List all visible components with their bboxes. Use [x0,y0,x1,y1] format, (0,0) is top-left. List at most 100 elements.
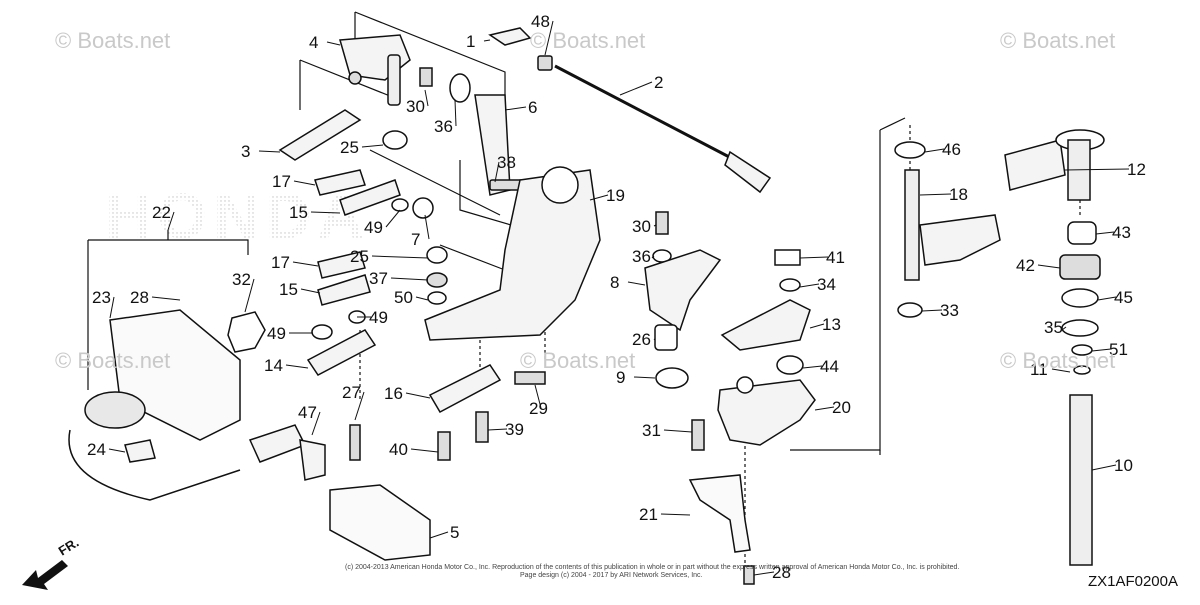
callout-leader [109,296,115,319]
callout-number: 1 [466,32,475,51]
callout-leader [244,278,255,313]
callout-number: 39 [505,420,524,439]
callout-leader [809,323,825,329]
callout-leader [424,89,429,107]
callout-number: 43 [1112,223,1131,242]
callout-number: 40 [389,440,408,459]
callout-leader [534,384,542,409]
callout-leader [921,309,943,312]
callout-number: 27 [342,383,361,402]
diagram-code: ZX1AF0200A [1087,573,1178,590]
callout-number: 15 [279,280,298,299]
callout-leader [653,338,656,341]
callout-number: 50 [394,288,413,307]
callout-leader [354,391,365,421]
callout-number: 22 [152,203,171,222]
callout-number: 5 [450,523,459,542]
callout-number: 34 [817,275,836,294]
callout-leader [799,256,829,259]
callout-number: 45 [1114,288,1133,307]
callout-leader [483,39,491,42]
callout-number: 29 [529,399,548,418]
callout-leader [410,448,439,453]
callout-leader [293,180,316,186]
callout-leader [487,428,508,431]
callout-leader [919,193,952,196]
callout-leader [405,392,431,399]
callout-number: 30 [406,97,425,116]
callout-number: 23 [92,288,111,307]
callout-number: 17 [271,253,290,272]
callout-leader [753,571,775,576]
callout-leader [429,531,449,539]
callout-number: 4 [309,33,318,52]
callout-leader [385,209,401,228]
callout-number: 20 [832,398,851,417]
callout-leader [627,281,646,286]
callout-leader [1037,264,1061,269]
callout-leader [1091,348,1112,352]
watermark: © Boats.net [55,348,171,373]
callout-number: 49 [267,324,286,343]
callout-number: 44 [820,357,839,376]
callout-number: 15 [289,203,308,222]
callout-leader [663,429,693,433]
callout-leader [1061,326,1067,331]
leader-lines [87,11,1081,575]
callout-number: 16 [384,384,403,403]
callout-leader [361,144,384,148]
callout-number: 11 [1030,360,1048,379]
callout-leader [619,81,653,96]
callout-leader [1051,368,1071,373]
callout-number: 48 [531,12,550,31]
callout-number: 25 [340,138,359,157]
callout-number: 51 [1109,340,1128,359]
watermark: © Boats.net [55,28,171,53]
callout-leader [1097,296,1117,301]
callout-number: 33 [940,301,959,320]
callout-number: 3 [241,142,250,161]
callout-leader [660,513,691,516]
callout-number: 18 [949,185,968,204]
watermark: © Boats.net [520,348,636,373]
callout-number: 37 [369,269,388,288]
callout-number: 32 [232,270,251,289]
callout-number: 24 [87,440,106,459]
callout-leader [258,150,281,153]
watermark: © Boats.net [530,28,646,53]
callout-number: 8 [610,273,619,292]
copyright-line-1: (c) 2004-2013 American Honda Motor Co., … [345,564,959,571]
callout-leader [300,288,321,294]
callout-leader [108,448,126,453]
callout-leader [651,255,655,259]
callout-leader [1064,168,1130,171]
callout-leader [802,365,823,369]
callout-leader [415,296,429,301]
callout-leader [799,283,820,288]
callout-leader [167,211,175,231]
callout-leader [494,161,500,183]
callout-number: 35 [1044,318,1063,337]
callout-number: 49 [369,308,388,327]
callout-leader [544,20,554,56]
callout-number: 17 [272,172,291,191]
callout-number: 6 [528,98,537,117]
callout-leader [1095,231,1115,235]
watermark: © Boats.net [1000,28,1116,53]
callout-leader [589,194,609,201]
callout-number: 25 [350,247,369,266]
callout-number: 36 [434,117,453,136]
callout-leader [310,211,341,214]
copyright-line-2: Page design (c) 2004 - 2017 by ARI Netwo… [520,572,703,579]
front-indicator-text: FR. [56,535,82,559]
callout-number: 26 [632,330,651,349]
callout-leader [285,364,309,369]
callout-number: 2 [654,73,663,92]
callout-leader [653,224,657,227]
callout-leader [924,148,945,153]
callout-leader [326,41,341,46]
callout-number: 36 [632,247,651,266]
callout-leader [292,261,319,267]
callout-number: 13 [822,315,841,334]
